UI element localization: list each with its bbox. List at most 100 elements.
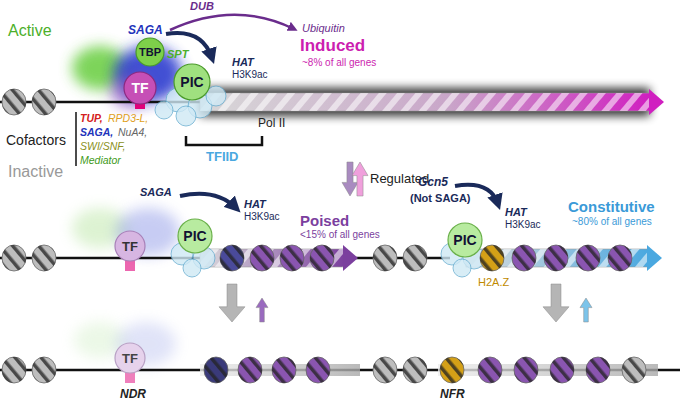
annotation-label: SAGA (140, 186, 172, 199)
circle-shape (115, 343, 145, 373)
nucleosome-core (272, 357, 296, 383)
nucleosome (306, 357, 330, 383)
nucleosome (272, 357, 296, 383)
factor-name: PIC (183, 228, 206, 244)
nucleosome-stripe (280, 245, 304, 271)
annotation-label: HAT (244, 198, 266, 211)
nucleosome-core (373, 357, 397, 383)
nucleosome-stripe (272, 357, 296, 383)
factor-circle: TBP (135, 37, 165, 67)
nucleosome (204, 357, 228, 383)
gtf-subunit (183, 259, 201, 277)
nucleosome-stripe (478, 357, 502, 383)
nucleosome-stripe (32, 89, 56, 115)
annotation-label: H3K9ac (232, 69, 268, 81)
gtf-subunit (155, 101, 173, 119)
annotation-label: Ubiquitin (302, 22, 345, 35)
nucleosome (238, 357, 262, 383)
nucleosome (512, 245, 536, 271)
nucleosome-stripe (480, 245, 504, 271)
circle-shape (124, 72, 156, 104)
nucleosome (586, 357, 610, 383)
nucleosome (544, 245, 568, 271)
annotation-label: H3K9ac (505, 219, 541, 231)
arrow-head (649, 89, 664, 115)
factor-circle: TF (114, 342, 146, 374)
annotation-label: Inactive (8, 163, 63, 181)
nucleosome-stripe (512, 245, 536, 271)
nucleosome (514, 357, 538, 383)
nucleosome-core (2, 89, 26, 115)
annotation-label: <15% of all genes (300, 229, 380, 241)
factor-name: PIC (453, 232, 476, 248)
curved-arrow (180, 194, 236, 208)
activity-glow (200, 88, 650, 116)
nucleosome-core (622, 357, 646, 383)
nucleosome (250, 245, 274, 271)
nucleosome-stripe (403, 245, 427, 271)
nucleosome-core (608, 245, 632, 271)
transition-arrow (352, 162, 368, 196)
nucleosome-core (403, 245, 427, 271)
nucleosome-core (220, 245, 244, 271)
gtf-subunit (176, 106, 196, 126)
annotation-label: ~8% of all genes (302, 57, 376, 69)
nucleosome (373, 245, 397, 271)
annotation-label: Poised (300, 212, 349, 229)
nucleosome-core (204, 357, 228, 383)
annotation-label: SPT (167, 48, 188, 61)
nucleosome-core (306, 357, 330, 383)
cofactor-bar (75, 112, 77, 166)
nucleosome-stripe (2, 357, 26, 383)
gene-body-hatch (200, 93, 650, 111)
annotation-label: Gcn5 (418, 176, 448, 190)
nucleosome-core (373, 245, 397, 271)
factor-name: TF (122, 351, 138, 366)
nucleosome (32, 357, 56, 383)
nucleosome-stripe (310, 245, 334, 271)
nucleosome-stripe (373, 357, 397, 383)
nucleosome (608, 245, 632, 271)
circle-shape (136, 38, 164, 66)
annotation-label: HAT (232, 56, 254, 69)
nucleosome (2, 357, 26, 383)
nucleosome (32, 89, 56, 115)
nucleosome-core (2, 245, 26, 271)
nucleosome-core (512, 245, 536, 271)
nucleosome-core (32, 357, 56, 383)
nucleosome-core (440, 357, 464, 383)
factor-circle: PIC (177, 218, 213, 254)
nucleosome-core (238, 357, 262, 383)
nucleosome-stripe (586, 357, 610, 383)
factor-circle: TF (114, 230, 146, 262)
nucleosome-stripe (514, 357, 538, 383)
annotation-label: Induced (300, 36, 365, 56)
nucleosome (373, 357, 397, 383)
nucleosome-stripe (204, 357, 228, 383)
nucleosome-stripe (220, 245, 244, 271)
circle-shape (178, 219, 212, 253)
circle-shape (174, 64, 210, 100)
circle-shape (115, 231, 145, 261)
annotation-label: TUP, (80, 112, 103, 124)
nucleosome-stripe (576, 245, 600, 271)
annotation-label: Active (8, 22, 52, 40)
annotation-label: NuA4, (118, 126, 147, 138)
nucleosome-stripe (608, 245, 632, 271)
annotation-label: ~80% of all genes (572, 216, 652, 228)
nucleosome-stripe (550, 357, 574, 383)
nucleosome (440, 357, 464, 383)
tf-binding-domain (125, 372, 135, 383)
tf-binding-domain (125, 260, 135, 271)
annotation-label: NDR (120, 388, 146, 402)
factor-circle: TF (123, 71, 157, 105)
annotation-label: H2A.Z (478, 276, 509, 289)
dna-strand (355, 257, 450, 260)
nucleosome-core (576, 245, 600, 271)
factor-circle: PIC (173, 63, 211, 101)
nucleosome (280, 245, 304, 271)
nucleosome-stripe (544, 245, 568, 271)
annotation-label: Mediator (80, 154, 121, 166)
annotation-label: Cofactors (6, 132, 66, 148)
